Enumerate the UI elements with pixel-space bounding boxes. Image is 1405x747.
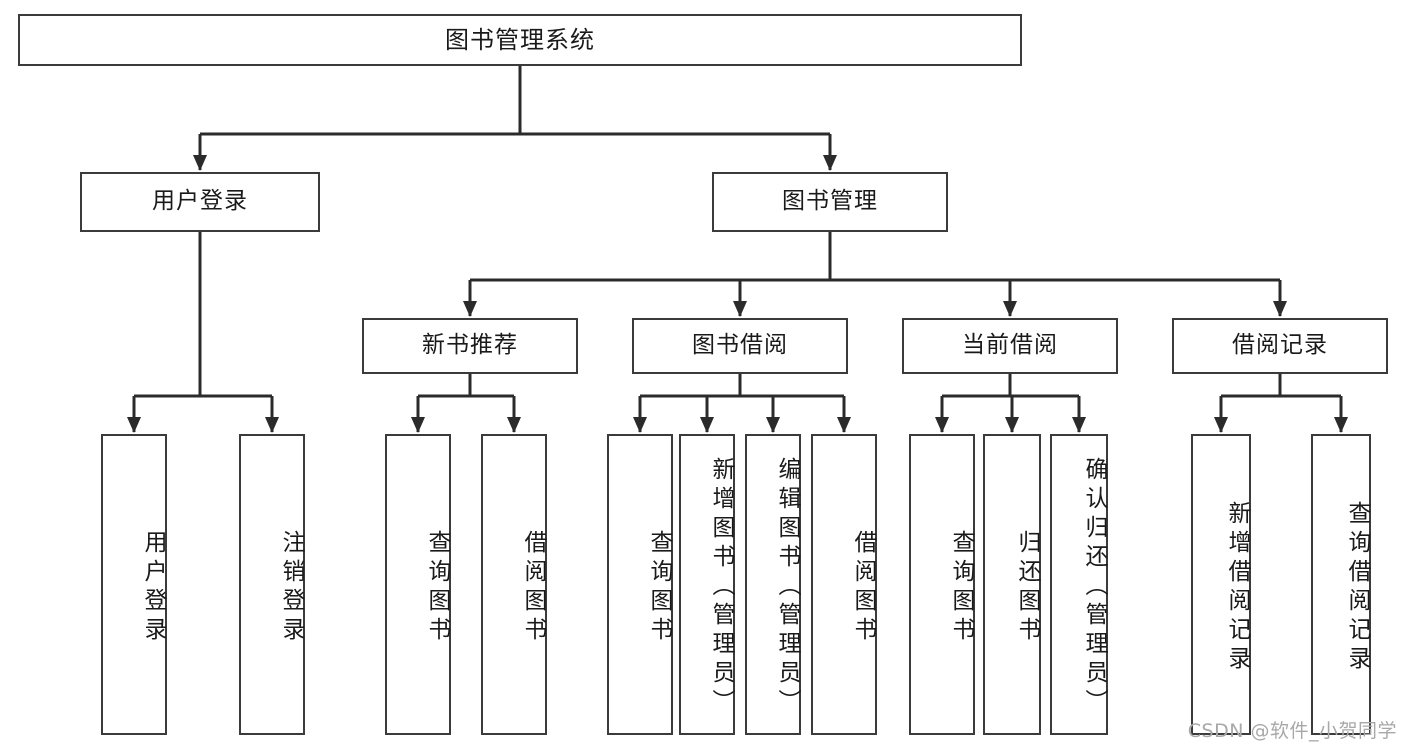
node-label: 归还图书 [1014, 529, 1040, 646]
node-book-borrow[interactable]: 图书借阅 [632, 318, 848, 374]
node-leaf-edit-book[interactable]: 编辑图书（管理员） [745, 434, 801, 735]
arrowhead [265, 417, 279, 433]
node-leaf-return-book[interactable]: 归还图书 [983, 434, 1041, 735]
node-label: 编辑图书（管理员） [774, 457, 800, 718]
node-label: 新增借阅记录 [1224, 500, 1250, 675]
arrowhead [1334, 417, 1348, 433]
node-leaf-query-book-1[interactable]: 查询图书 [385, 434, 451, 735]
node-leaf-confirm-return[interactable]: 确认归还（管理员） [1050, 434, 1108, 735]
node-label: 查询图书 [424, 529, 450, 646]
arrowhead [823, 155, 837, 171]
watermark-label: CSDN @软件_小贺同学 [1187, 720, 1397, 742]
arrowhead [193, 155, 207, 171]
node-leaf-user-login[interactable]: 用户登录 [101, 434, 167, 735]
node-label: 图书借阅 [692, 332, 788, 359]
node-leaf-logout[interactable]: 注销登录 [239, 434, 305, 735]
node-label: 新书推荐 [422, 332, 518, 359]
node-label: 新增图书（管理员） [708, 457, 734, 718]
node-label: 注销登录 [278, 529, 304, 646]
arrowhead [1003, 301, 1017, 317]
node-borrow-record[interactable]: 借阅记录 [1172, 318, 1388, 374]
node-label: 查询图书 [646, 529, 672, 646]
node-leaf-query-record[interactable]: 查询借阅记录 [1311, 434, 1371, 735]
node-label: 查询图书 [948, 529, 974, 646]
arrowhead [837, 417, 851, 433]
node-label: 借阅图书 [850, 529, 876, 646]
node-leaf-add-book[interactable]: 新增图书（管理员） [679, 434, 735, 735]
node-current-borrow[interactable]: 当前借阅 [902, 318, 1118, 374]
arrowhead [1214, 417, 1228, 433]
node-label: 确认归还（管理员） [1081, 457, 1107, 718]
node-label: 查询借阅记录 [1344, 500, 1370, 675]
node-leaf-add-record[interactable]: 新增借阅记录 [1191, 434, 1251, 735]
node-label: 用户登录 [152, 188, 248, 215]
arrowhead [766, 417, 780, 433]
node-leaf-query-book-2[interactable]: 查询图书 [607, 434, 673, 735]
node-label: 图书管理系统 [445, 25, 595, 54]
node-label: 借阅记录 [1232, 332, 1328, 359]
arrowhead [733, 301, 747, 317]
node-leaf-borrow-book-2[interactable]: 借阅图书 [811, 434, 877, 735]
arrowhead [127, 417, 141, 433]
arrowhead [463, 301, 477, 317]
arrowhead [1072, 417, 1086, 433]
node-leaf-borrow-book-1[interactable]: 借阅图书 [481, 434, 547, 735]
arrowhead [411, 417, 425, 433]
node-label: 借阅图书 [520, 529, 546, 646]
arrowhead [700, 417, 714, 433]
node-leaf-query-book-3[interactable]: 查询图书 [909, 434, 975, 735]
node-root[interactable]: 图书管理系统 [18, 14, 1022, 66]
arrowhead [935, 417, 949, 433]
node-book-manage[interactable]: 图书管理 [712, 172, 948, 232]
arrowhead [507, 417, 521, 433]
arrowhead [1273, 301, 1287, 317]
node-label: 用户登录 [140, 529, 166, 646]
arrowhead [1005, 417, 1019, 433]
node-label: 图书管理 [782, 188, 878, 215]
arrowhead [633, 417, 647, 433]
node-label: 当前借阅 [962, 332, 1058, 359]
node-new-book-rec[interactable]: 新书推荐 [362, 318, 578, 374]
node-user-login[interactable]: 用户登录 [80, 172, 320, 232]
